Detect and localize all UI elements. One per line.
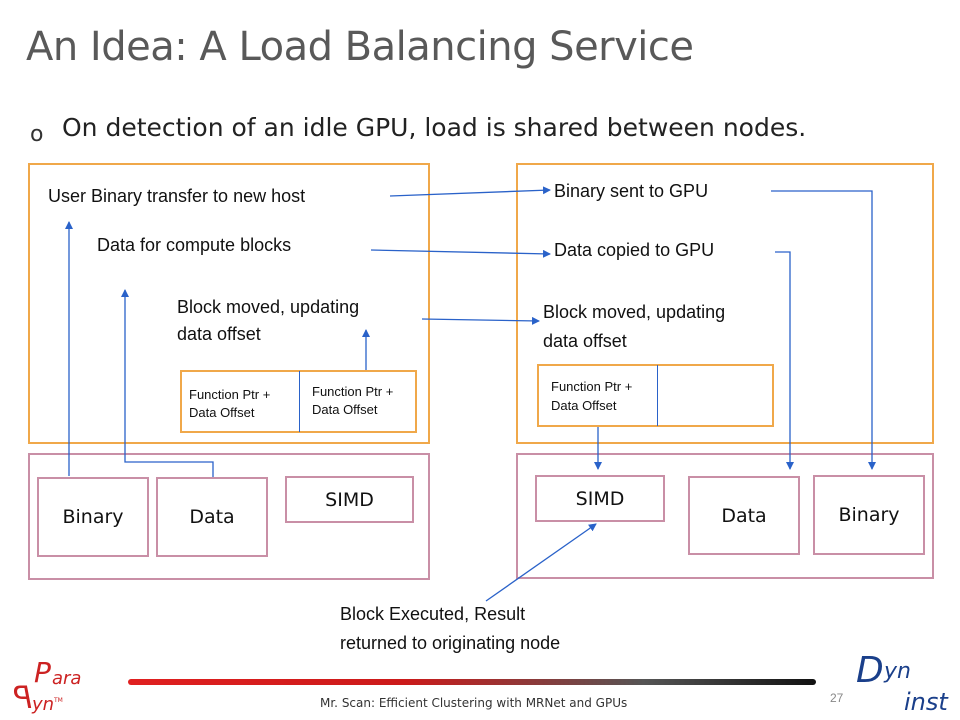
- user-binary-label: User Binary transfer to new host: [48, 186, 306, 206]
- right-gpu-panel: [516, 453, 934, 579]
- bullet-marker: o: [30, 122, 44, 147]
- left-function-ptr-divider: [299, 371, 300, 432]
- footer-rule: [128, 679, 816, 685]
- svg-text:yn: yn: [31, 694, 54, 715]
- left-host-panel: [28, 163, 430, 444]
- right-simd-box: SIMD: [535, 475, 665, 522]
- svg-text:P: P: [13, 681, 32, 716]
- left-block-moved-line2: data offset: [177, 324, 261, 344]
- left-data-box: Data: [156, 477, 268, 557]
- right-fp-line2: Data Offset: [551, 398, 617, 413]
- svg-text:TM: TM: [53, 697, 63, 704]
- right-function-ptr-box: [537, 364, 774, 427]
- data-copied-label: Data copied to GPU: [554, 240, 715, 260]
- data-compute-label: Data for compute blocks: [97, 235, 292, 255]
- left-gpu-panel: [28, 453, 430, 580]
- binary-sent-label: Binary sent to GPU: [554, 181, 709, 201]
- left-fp1-line2: Data Offset: [189, 405, 255, 420]
- paradyn-logo: P ara P yn TM: [13, 656, 81, 716]
- left-binary-box: Binary: [37, 477, 149, 557]
- right-data-box: Data: [688, 476, 800, 555]
- bullet-text: On detection of an idle GPU, load is sha…: [62, 113, 807, 142]
- slide-title: An Idea: A Load Balancing Service: [26, 24, 694, 70]
- left-function-ptr-box: [180, 370, 417, 433]
- right-fp-line1: Function Ptr +: [551, 379, 633, 394]
- right-host-panel: [516, 163, 934, 444]
- svg-text:P: P: [34, 656, 51, 689]
- right-block-moved-line1: Block moved, updating: [543, 302, 726, 322]
- block-executed-line2: returned to originating node: [340, 633, 561, 653]
- left-block-moved-line1: Block moved, updating: [177, 297, 360, 317]
- right-binary-box: Binary: [813, 475, 925, 555]
- svg-text:inst: inst: [904, 688, 949, 716]
- svg-text:yn: yn: [883, 659, 911, 684]
- footer-caption: Mr. Scan: Efficient Clustering with MRNe…: [320, 696, 628, 710]
- left-fp2-line1: Function Ptr +: [312, 384, 394, 399]
- svg-text:D: D: [856, 650, 884, 691]
- block-executed-line1: Block Executed, Result: [340, 604, 526, 624]
- page-number: 27: [830, 691, 844, 705]
- left-simd-box: SIMD: [285, 476, 414, 523]
- right-block-moved-line2: data offset: [543, 331, 627, 351]
- right-function-ptr-divider: [657, 365, 658, 426]
- left-fp1-line1: Function Ptr +: [189, 387, 271, 402]
- dyninst-logo: D yn inst: [856, 650, 949, 716]
- svg-text:ara: ara: [52, 668, 81, 689]
- left-fp2-line2: Data Offset: [312, 402, 378, 417]
